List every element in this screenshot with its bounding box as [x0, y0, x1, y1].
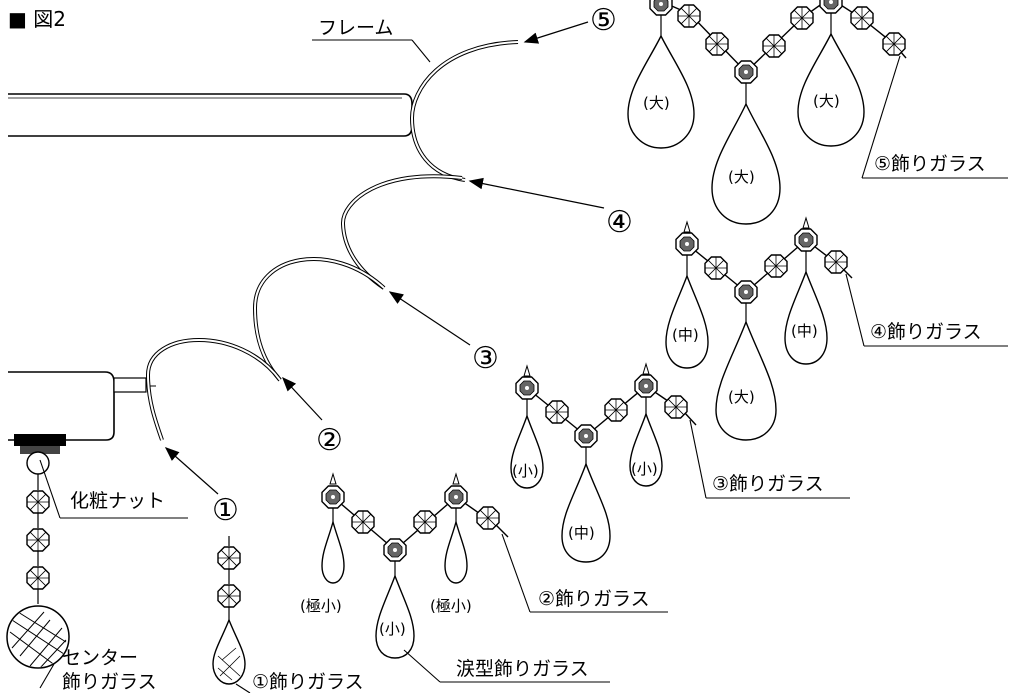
frame-arc-5 [409, 40, 519, 182]
leader-lines [164, 21, 605, 495]
size-glass5-left: (大) [643, 94, 670, 112]
number-5: ⑤ [590, 3, 617, 38]
label-glass-3: ③飾りガラス [712, 473, 824, 495]
size-glass5-center: (大) [728, 168, 755, 186]
frame-arc-3 [252, 257, 386, 382]
glass-set-2 [321, 472, 509, 659]
figure-title: ■ 図2 [8, 7, 66, 31]
label-glass-5: ⑤飾りガラス [874, 153, 986, 175]
glass5-leader [861, 55, 1008, 179]
label-glass-2: ②飾りガラス [538, 588, 650, 610]
label-frame: フレーム [318, 17, 393, 39]
size-glass2-left: (極小) [300, 597, 342, 615]
size-glass4-center: (大) [728, 388, 755, 406]
size-glass2-right: (極小) [430, 597, 472, 615]
glass2-leader [403, 533, 668, 683]
number-2: ② [316, 423, 343, 458]
glass-set-4 [665, 216, 853, 441]
frame-arc-4 [340, 174, 463, 290]
canopy-body [8, 371, 156, 454]
size-glass3-center: (中) [568, 524, 595, 542]
center-ornament [6, 451, 70, 669]
frame-arc-2 [145, 338, 282, 441]
label-center-line2: 飾りガラス [62, 671, 157, 693]
mount-bar [8, 93, 413, 137]
glass1-leader [235, 683, 251, 693]
label-center-line1: センター [62, 647, 138, 669]
glass3-leader [689, 419, 850, 499]
glass4-leader [845, 273, 1008, 347]
label-glass-1: ①飾りガラス [252, 671, 364, 693]
glass-set-3 [510, 362, 697, 563]
nut-leader [39, 459, 188, 519]
number-1: ① [212, 493, 239, 528]
size-glass4-left: (中) [672, 326, 699, 344]
size-glass4-right: (中) [791, 322, 818, 340]
glass-set-5 [627, 0, 907, 225]
center-leader [39, 663, 55, 689]
label-teardrop: 涙型飾りガラス [456, 657, 589, 680]
size-glass3-right: (小) [631, 460, 658, 478]
label-glass-4: ④飾りガラス [870, 321, 982, 343]
size-glass5-right: (大) [813, 92, 840, 110]
size-glass3-left: (小) [512, 462, 539, 480]
number-3: ③ [472, 341, 499, 376]
number-4: ④ [606, 205, 633, 240]
label-nut: 化粧ナット [70, 490, 165, 512]
glass-set-1 [212, 536, 246, 685]
size-glass2-center: (小) [379, 620, 406, 638]
